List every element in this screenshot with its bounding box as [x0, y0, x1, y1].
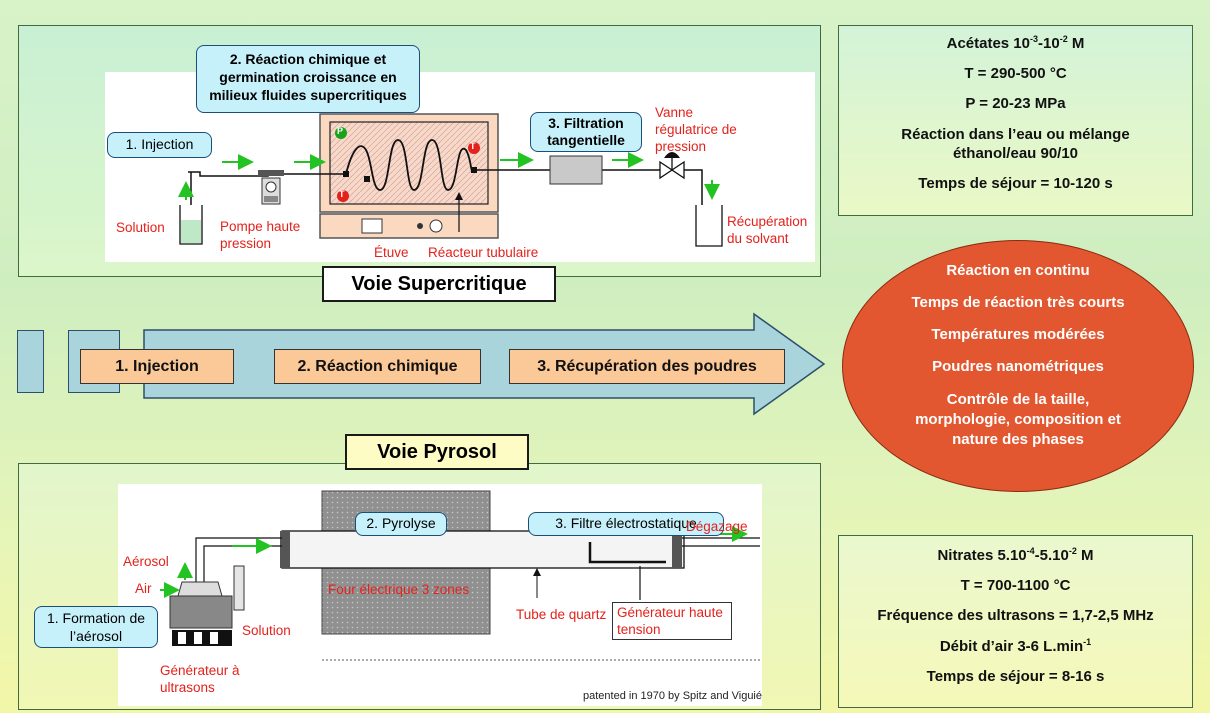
advantage-continuous: Réaction en continu: [946, 262, 1090, 279]
pyrosol-schematic: [160, 490, 760, 661]
tangential-filter: [549, 155, 603, 185]
label-furnace: Four électrique 3 zones: [328, 582, 470, 597]
callout-filtration: 3. Filtration tangentielle: [530, 112, 642, 152]
ultrasonic-generator: [169, 581, 233, 646]
label-aerosol: Aérosol: [123, 554, 169, 569]
pressure-valve: [659, 152, 685, 180]
high-pressure-pump: [258, 170, 284, 205]
gauge-p-label: P: [337, 126, 344, 136]
advantage-control: Contrôle de la taille, morphologie, comp…: [915, 391, 1121, 448]
info-bottom-airflow: Débit d’air 3-6 L.min: [939, 638, 1084, 655]
electrostatic-filter-plate: [588, 542, 666, 564]
callout-injection: 1. Injection: [107, 132, 212, 158]
flow-arrows: [178, 152, 720, 200]
pyrosol-title: Voie Pyrosol: [345, 434, 529, 470]
info-top-line1-suffix: M: [1067, 35, 1085, 52]
label-reactor: Réacteur tubulaire: [428, 245, 539, 260]
supercritical-title: Voie Supercritique: [322, 266, 556, 302]
step-powder-recovery: 3. Récupération des poudres: [509, 349, 785, 384]
info-top-line1-prefix: Acétates 10: [946, 35, 1030, 52]
gauge-t-label: T: [339, 189, 345, 199]
info-top-line1-mid: -10: [1038, 35, 1060, 52]
pyrosol-conditions-box: Nitrates 5.10-4-5.10-2 M T = 700-1100 °C…: [838, 535, 1193, 708]
solvent-recovery-beaker: [695, 205, 723, 247]
info-bottom-exp1: -4: [1026, 546, 1035, 556]
label-pyrosol-solution: Solution: [242, 623, 291, 638]
info-bottom-frequency: Fréquence des ultrasons = 1,7-2,5 MHz: [877, 607, 1154, 624]
info-bottom-line1-suffix: M: [1076, 547, 1094, 564]
advantage-nano-powders: Poudres nanométriques: [932, 358, 1104, 375]
oven: [319, 113, 499, 239]
supercritical-conditions-box: Acétates 10-3-10-2 M T = 290-500 °C P = …: [838, 25, 1193, 216]
label-degassing: Dégazage: [686, 519, 748, 534]
label-etuve: Étuve: [374, 245, 409, 260]
info-top-pressure: P = 20-23 MPa: [965, 95, 1066, 112]
step-injection: 1. Injection: [80, 349, 234, 384]
info-bottom-temperature: T = 700-1100 °C: [960, 577, 1071, 594]
advantage-short-time: Temps de réaction très courts: [911, 294, 1125, 311]
advantage-moderate-temp: Températures modérées: [931, 326, 1105, 343]
label-valve: Vanne régulatrice de pression: [655, 105, 737, 154]
step-chemical-reaction: 2. Réaction chimique: [274, 349, 481, 384]
info-bottom-residence: Temps de séjour = 8-16 s: [926, 668, 1105, 685]
patent-credit: patented in 1970 by Spitz and Viguié: [583, 690, 762, 702]
label-pump: Pompe haute pression: [220, 219, 301, 251]
label-solution: Solution: [116, 220, 165, 235]
callout-electrostatic-filter: 3. Filtre électrostatique: [528, 512, 724, 536]
label-solvent-recovery: Récupération du solvant: [727, 214, 808, 246]
tubular-reactor-coil: [345, 139, 475, 191]
label-air: Air: [135, 581, 152, 596]
solution-burette: [233, 565, 245, 611]
label-ultrasonic-generator: Générateur à ultrasons: [160, 663, 240, 695]
process-arrow-stub-1: [17, 330, 44, 393]
solution-beaker: [179, 205, 203, 245]
advantages-ellipse: [842, 240, 1194, 492]
info-bottom-line1-prefix: Nitrates 5.10: [937, 547, 1027, 564]
advantages-list: Réaction en continu Temps de réaction tr…: [870, 262, 1166, 450]
temperature-gauge-icon-2: [468, 142, 480, 154]
info-top-exp1: -3: [1030, 34, 1039, 44]
supercritical-schematic: [178, 113, 723, 247]
temperature-gauge-icon: [337, 190, 349, 202]
info-bottom-airflow-exp: -1: [1083, 637, 1092, 647]
info-top-medium: Réaction dans l’eau ou mélange éthanol/e…: [901, 126, 1130, 162]
info-top-residence: Temps de séjour = 10-120 s: [918, 175, 1113, 192]
callout-pyrolyse: 2. Pyrolyse: [355, 512, 447, 536]
info-bottom-line1-mid: -5.10: [1034, 547, 1069, 564]
info-bottom-exp2: -2: [1068, 546, 1077, 556]
callout-reaction: 2. Réaction chimique et germination croi…: [196, 45, 420, 113]
label-hv-generator: Générateur haute tension: [612, 602, 732, 640]
pressure-gauge-icon: [335, 127, 347, 139]
info-top-temperature: T = 290-500 °C: [964, 65, 1067, 82]
info-top-exp2: -2: [1059, 34, 1068, 44]
process-arrow: [143, 312, 826, 416]
callout-aerosol-formation: 1. Formation de l’aérosol: [34, 606, 158, 648]
label-quartz-tube: Tube de quartz: [516, 607, 607, 622]
gauge-t-label-2: T: [470, 141, 476, 151]
